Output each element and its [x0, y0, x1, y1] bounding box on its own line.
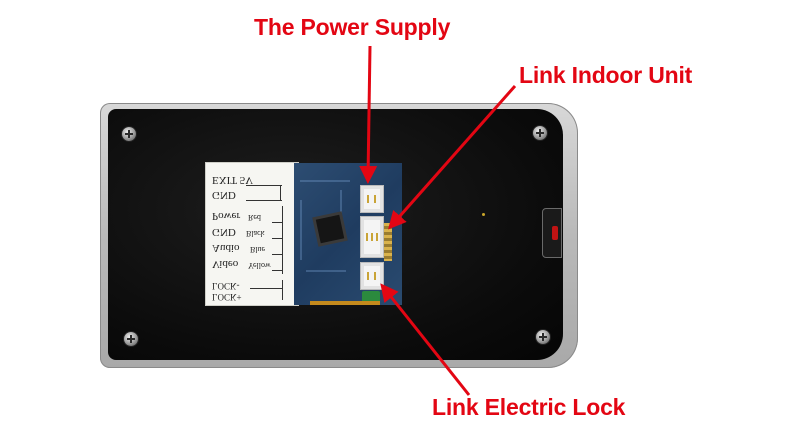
power-supply-connector: [360, 185, 384, 213]
electric-lock-connector: [360, 262, 384, 290]
sticker-line: [250, 288, 282, 289]
sticker-label-exit-5v: EXIT 5V: [212, 174, 254, 186]
sticker-line: [272, 254, 282, 255]
sticker-line: [272, 238, 282, 239]
sticker-label-audio: Audio: [212, 242, 240, 254]
pcb-trace: [300, 200, 302, 260]
sticker-label-video: Video: [212, 258, 239, 270]
screw-icon: [533, 126, 547, 140]
sticker-label-red: Red: [248, 213, 261, 222]
callout-link-electric-lock: Link Electric Lock: [432, 394, 626, 420]
gold-contacts: [384, 223, 392, 261]
red-wire: [552, 226, 558, 240]
sticker-line: [272, 270, 282, 271]
sticker-label-power: Power: [212, 210, 241, 222]
screw-icon: [124, 332, 138, 346]
callout-power-supply: The Power Supply: [254, 14, 451, 40]
sticker-label-lock-plus: LOCK+: [212, 292, 242, 302]
sticker-label-gnd-2: GND: [212, 226, 236, 238]
sticker-line: [272, 222, 282, 223]
sticker-label-gnd: GND: [212, 189, 236, 201]
sticker-label-black: Black: [246, 229, 265, 238]
sticker-line: [282, 206, 283, 274]
indicator-led: [482, 213, 485, 216]
board-edge-strip: [310, 301, 380, 305]
sticker-line: [246, 200, 282, 201]
sticker-line: [246, 185, 282, 186]
indoor-unit-connector: [360, 216, 384, 258]
pcb-chip: [315, 214, 345, 244]
sticker-label-yellow: Yellow: [248, 261, 271, 270]
pcb-trace: [340, 190, 342, 220]
pcb-trace: [306, 270, 346, 272]
screw-icon: [122, 127, 136, 141]
sticker-line: [280, 185, 281, 201]
sticker-label-lock-minus: LOCK-: [212, 281, 240, 291]
sticker-line: [282, 280, 283, 300]
sticker-label-blue: Blue: [250, 245, 266, 254]
screw-icon: [536, 330, 550, 344]
pcb-trace: [300, 180, 350, 182]
callout-link-indoor-unit: Link Indoor Unit: [519, 62, 693, 88]
